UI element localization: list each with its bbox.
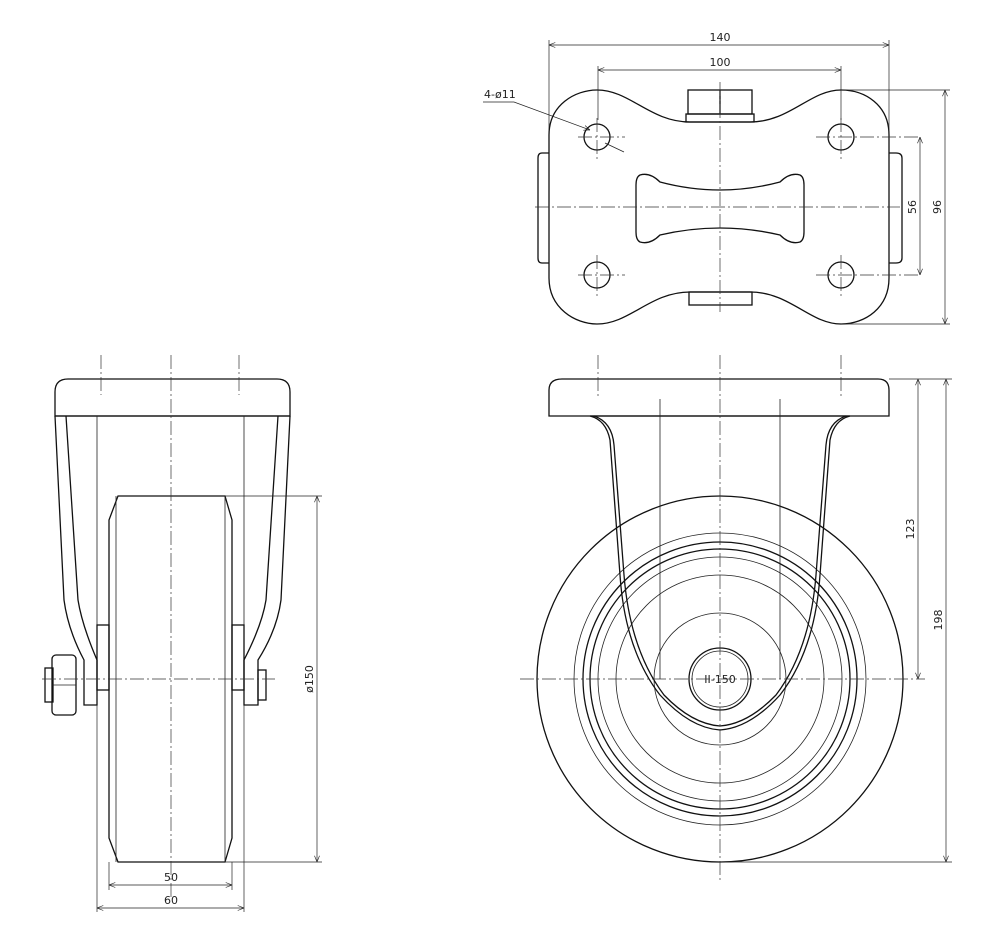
- hub-right: [231, 624, 245, 691]
- side-tab-left: [537, 152, 549, 264]
- hole-callout-label: 4-ø11: [484, 88, 516, 101]
- dim-width-label: 140: [710, 31, 731, 44]
- top-view: 140 100 56 96 4-ø11: [483, 31, 950, 325]
- mounting-plate-front: [548, 378, 890, 417]
- dim-hole-pitch-y-label: 56: [906, 200, 919, 214]
- hub-left: [96, 624, 110, 691]
- center-slot: [635, 173, 805, 244]
- dim-hole-pitch-x-label: 100: [710, 56, 731, 69]
- dim-total-height-label: 198: [932, 610, 945, 631]
- center-lines: [535, 82, 920, 312]
- dim-wheel-width-label: 50: [164, 871, 178, 884]
- fork-leg-left: [54, 415, 98, 706]
- wheel-label: II-150: [704, 673, 735, 686]
- hole-callout-leader: [483, 101, 590, 130]
- front-view: II-150 123 198: [520, 355, 952, 880]
- dim-wheel-diameter-label: ø150: [303, 665, 316, 693]
- dim-fork-width-label: 60: [164, 894, 178, 907]
- dim-axle-height-label: 123: [904, 519, 917, 540]
- bottom-hub: [688, 291, 753, 306]
- axle-end: [257, 669, 267, 701]
- fork-leg-right: [243, 415, 291, 706]
- dim-depth-label: 96: [931, 200, 944, 214]
- mounting-plate-outline: [548, 89, 890, 325]
- side-view: ø150 50 60: [42, 355, 322, 912]
- side-plate: [54, 378, 291, 417]
- side-tab-right: [889, 152, 903, 264]
